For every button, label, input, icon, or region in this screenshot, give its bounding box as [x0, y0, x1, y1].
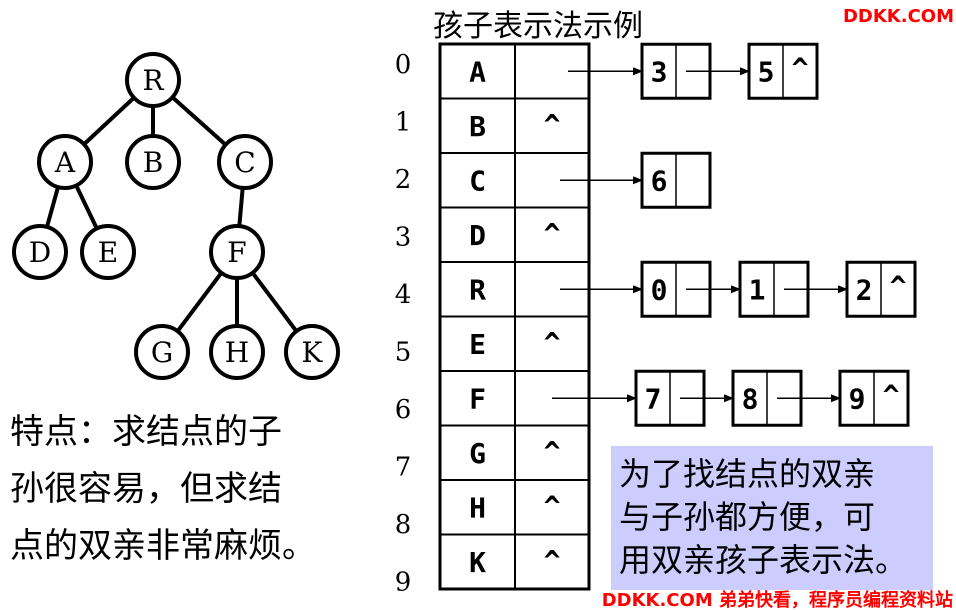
tree-edge-a-e	[74, 184, 99, 230]
tree-node-d	[12, 224, 68, 280]
note-line-3: 用双亲孩子表示法。	[619, 541, 907, 579]
table-link-null: ^	[544, 326, 561, 359]
tree-node-f	[209, 224, 265, 280]
table-link-null: ^	[544, 544, 561, 577]
note-box: 为了找结点的双亲 与子孙都方便，可 用双亲孩子表示法。	[611, 446, 933, 590]
table-data-cell: D	[469, 219, 486, 252]
tree-node-c	[217, 134, 273, 190]
tree-edge-c-f	[237, 187, 245, 227]
tree-node-label-k: K	[302, 336, 324, 369]
index-label: 4	[395, 280, 412, 310]
tree-edge-r-c	[171, 95, 227, 147]
list-child-index: 3	[651, 55, 668, 88]
list-next-null: ^	[890, 269, 907, 302]
feature-line-1: 特点：求结点的子	[10, 412, 282, 452]
child-lists: 3 5 ^ 6 0 1 2 ^ 7 8 9 ^	[552, 42, 917, 427]
tree-node-label-e: E	[98, 236, 118, 269]
index-label: 9	[395, 568, 412, 598]
list-child-index: 9	[849, 382, 866, 415]
table-data-cell: A	[469, 55, 486, 88]
index-label: 7	[395, 453, 412, 483]
feature-line-2: 孙很容易，但求结	[10, 469, 282, 509]
list-child-index: 0	[651, 273, 668, 306]
tree-node-label-d: D	[29, 236, 51, 269]
index-label: 2	[395, 165, 412, 195]
note-line-1: 为了找结点的双亲	[619, 455, 875, 493]
table-link-null: ^	[544, 489, 561, 522]
list-child-index: 7	[645, 382, 662, 415]
table-data-cell: E	[469, 328, 486, 361]
tree-node-label-a: A	[54, 146, 76, 179]
feature-line-3: 点的双亲非常麻烦。	[10, 526, 316, 566]
table-data-cell: F	[469, 382, 486, 415]
tree-edge-f-k	[251, 271, 298, 333]
tree-edge-f-g	[176, 271, 223, 333]
table-title: 孩子表示法示例	[433, 9, 643, 44]
list-child-index: 8	[742, 382, 759, 415]
watermark-top: DDKK.COM	[843, 6, 954, 27]
tree-node-g	[134, 324, 190, 380]
list-child-index: 1	[749, 273, 766, 306]
table-data-cell: K	[469, 546, 486, 579]
list-child-index: 2	[856, 273, 873, 306]
tree-node-r	[125, 52, 181, 108]
index-label: 3	[395, 223, 412, 253]
list-next-null: ^	[883, 378, 900, 411]
tree-node-label-h: H	[225, 336, 249, 369]
index-labels: 0 1 2 3 4 5 6 7 8 9	[395, 50, 412, 598]
tree-node-b	[125, 134, 181, 190]
list-child-index: 5	[758, 55, 775, 88]
tree-edge-a-d	[45, 186, 60, 228]
table-link-null: ^	[544, 217, 561, 250]
index-label: 0	[395, 50, 412, 80]
list-child-index: 6	[651, 164, 668, 197]
tree-node-label-b: B	[143, 146, 164, 179]
list-next-null: ^	[792, 51, 809, 84]
tree-node-e	[80, 224, 136, 280]
table-data-cell: G	[469, 437, 486, 470]
index-label: 5	[395, 338, 412, 368]
index-label: 8	[395, 510, 412, 540]
node-table: AB ^ CD ^ RE ^ FG ^ H ^ K ^	[438, 42, 591, 591]
tree-node-label-r: R	[142, 64, 164, 97]
tree-edge-r-a	[82, 96, 136, 146]
tree-node-label-c: C	[234, 146, 255, 179]
index-label: 1	[395, 108, 412, 138]
table-data-cell: C	[469, 164, 486, 197]
table-data-cell: H	[469, 491, 486, 524]
index-label: 6	[395, 395, 412, 425]
tree-diagram: R A B C D E F G H K	[12, 52, 340, 380]
watermark-bottom: DDKK.COM 弟弟快看，程序员编程资料站	[602, 589, 953, 610]
table-data-cell: B	[469, 110, 486, 143]
table-data-cell: R	[469, 273, 486, 306]
tree-node-label-g: G	[151, 336, 173, 369]
note-background	[611, 446, 933, 590]
table-link-null: ^	[544, 435, 561, 468]
tree-node-k	[284, 324, 340, 380]
tree-node-h	[209, 324, 265, 380]
tree-node-label-f: F	[227, 236, 246, 269]
table-link-null: ^	[544, 108, 561, 141]
tree-node-a	[37, 134, 93, 190]
note-line-2: 与子孙都方便，可	[619, 498, 875, 536]
feature-description: 特点：求结点的子 孙很容易，但求结 点的双亲非常麻烦。	[10, 412, 316, 566]
